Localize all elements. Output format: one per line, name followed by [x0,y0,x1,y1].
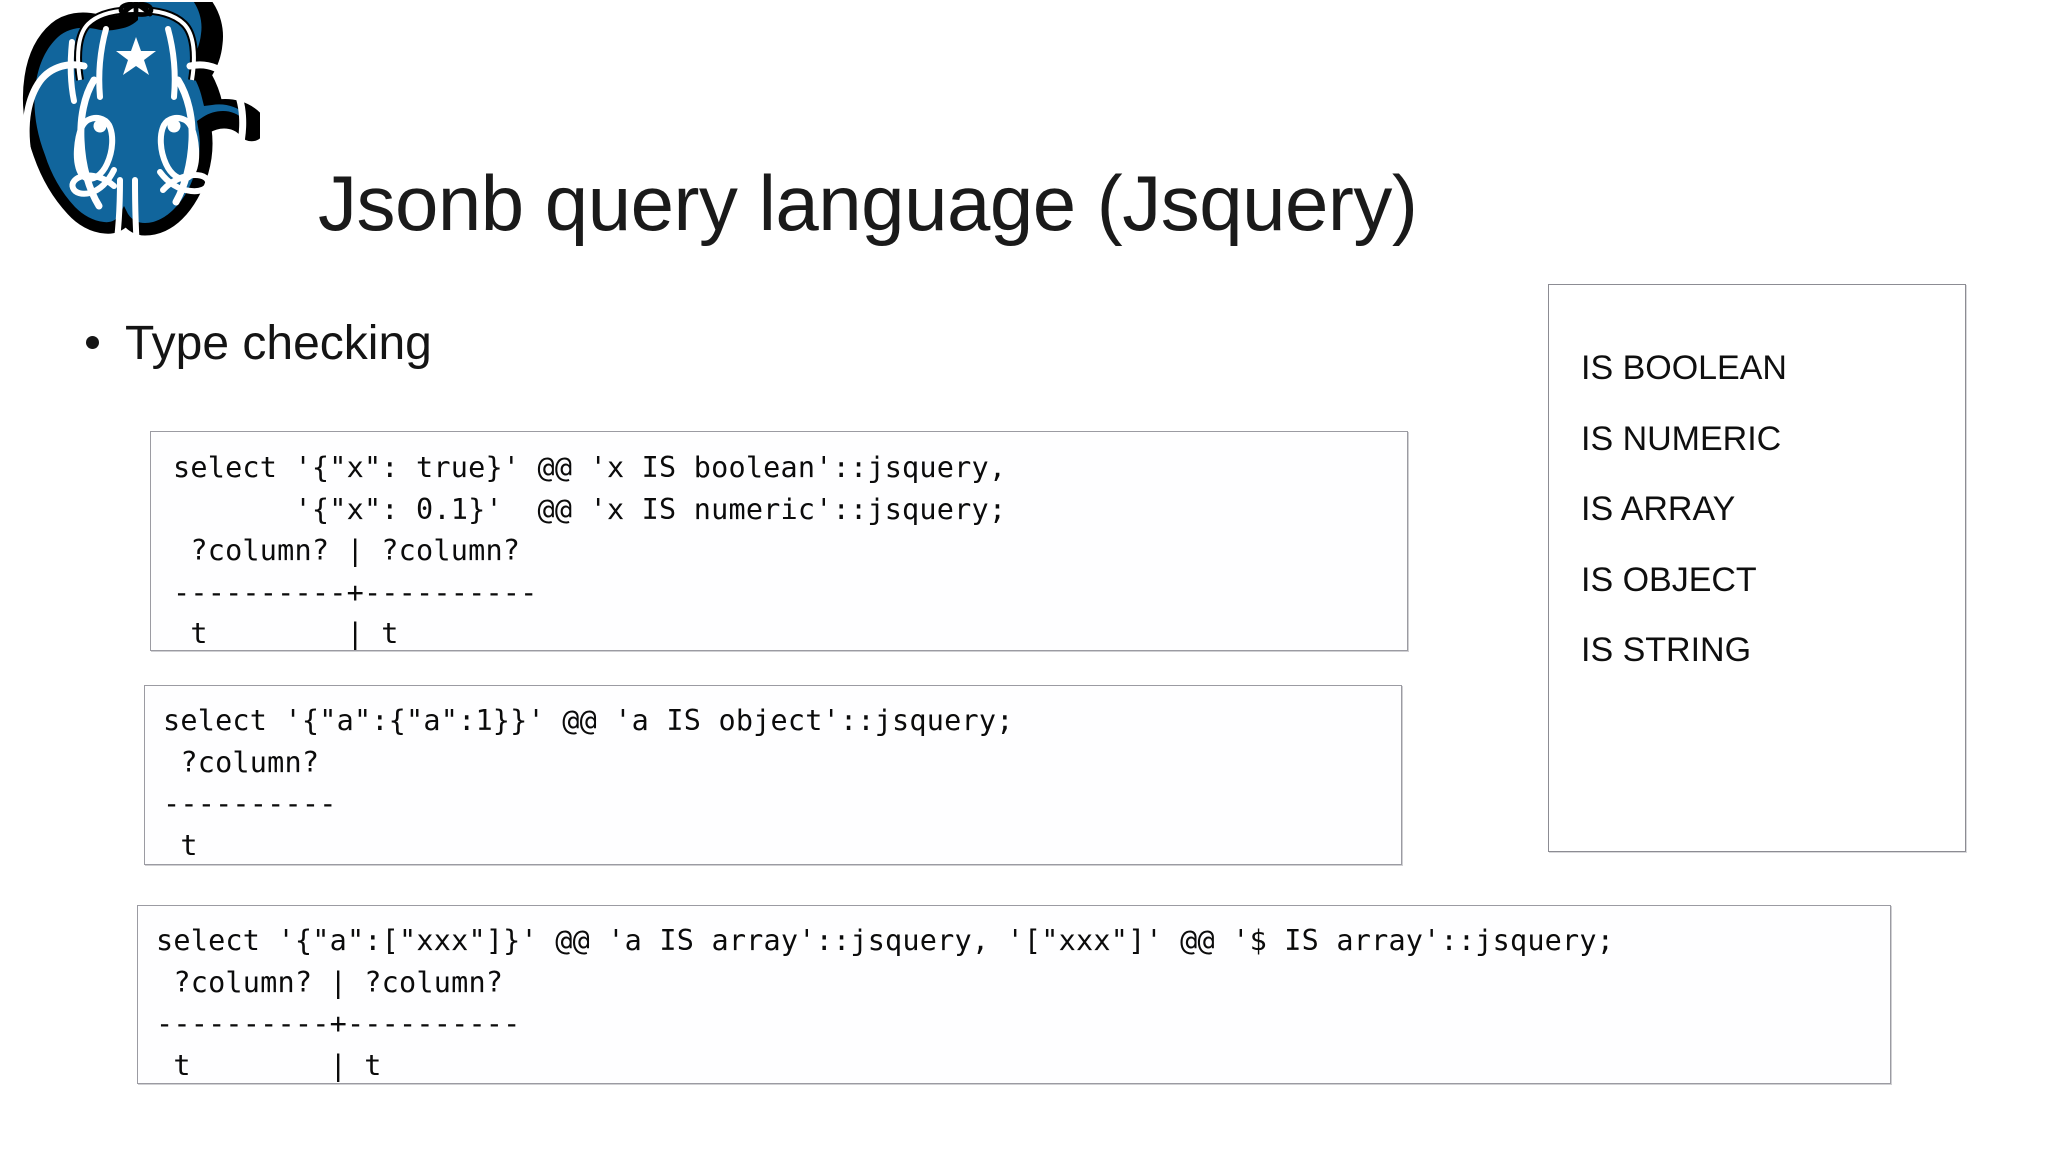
sql-example-boolean-numeric: select '{"x": true}' @@ 'x IS boolean'::… [150,431,1408,651]
sql-code-text: select '{"a":{"a":1}}' @@ 'a IS object':… [163,704,1014,862]
type-predicates-panel: IS BOOLEAN IS NUMERIC IS ARRAY IS OBJECT… [1548,284,1966,852]
sql-code-text: select '{"x": true}' @@ 'x IS boolean'::… [173,451,1007,650]
type-predicate-is-object: IS OBJECT [1581,560,1757,599]
bullet-label: Type checking [125,317,432,370]
type-predicates-list: IS BOOLEAN IS NUMERIC IS ARRAY IS OBJECT… [1581,333,1955,686]
type-predicate-is-numeric: IS NUMERIC [1581,419,1782,458]
type-predicate-is-string: IS STRING [1581,631,1752,669]
bullet-dot-icon [86,336,99,349]
sql-code-text: select '{"a":["xxx"]}' @@ 'a IS array'::… [156,924,1615,1082]
postgresql-elephant-logo [10,2,260,287]
slide-title: Jsonb query language (Jsquery) [318,159,1418,248]
type-predicate-is-array: IS ARRAY [1581,490,1736,528]
bullet-item-type-checking: Type checking [86,320,432,368]
sql-example-array: select '{"a":["xxx"]}' @@ 'a IS array'::… [137,905,1891,1084]
type-predicate-is-boolean: IS BOOLEAN [1581,349,1787,387]
sql-example-object: select '{"a":{"a":1}}' @@ 'a IS object':… [144,685,1402,865]
